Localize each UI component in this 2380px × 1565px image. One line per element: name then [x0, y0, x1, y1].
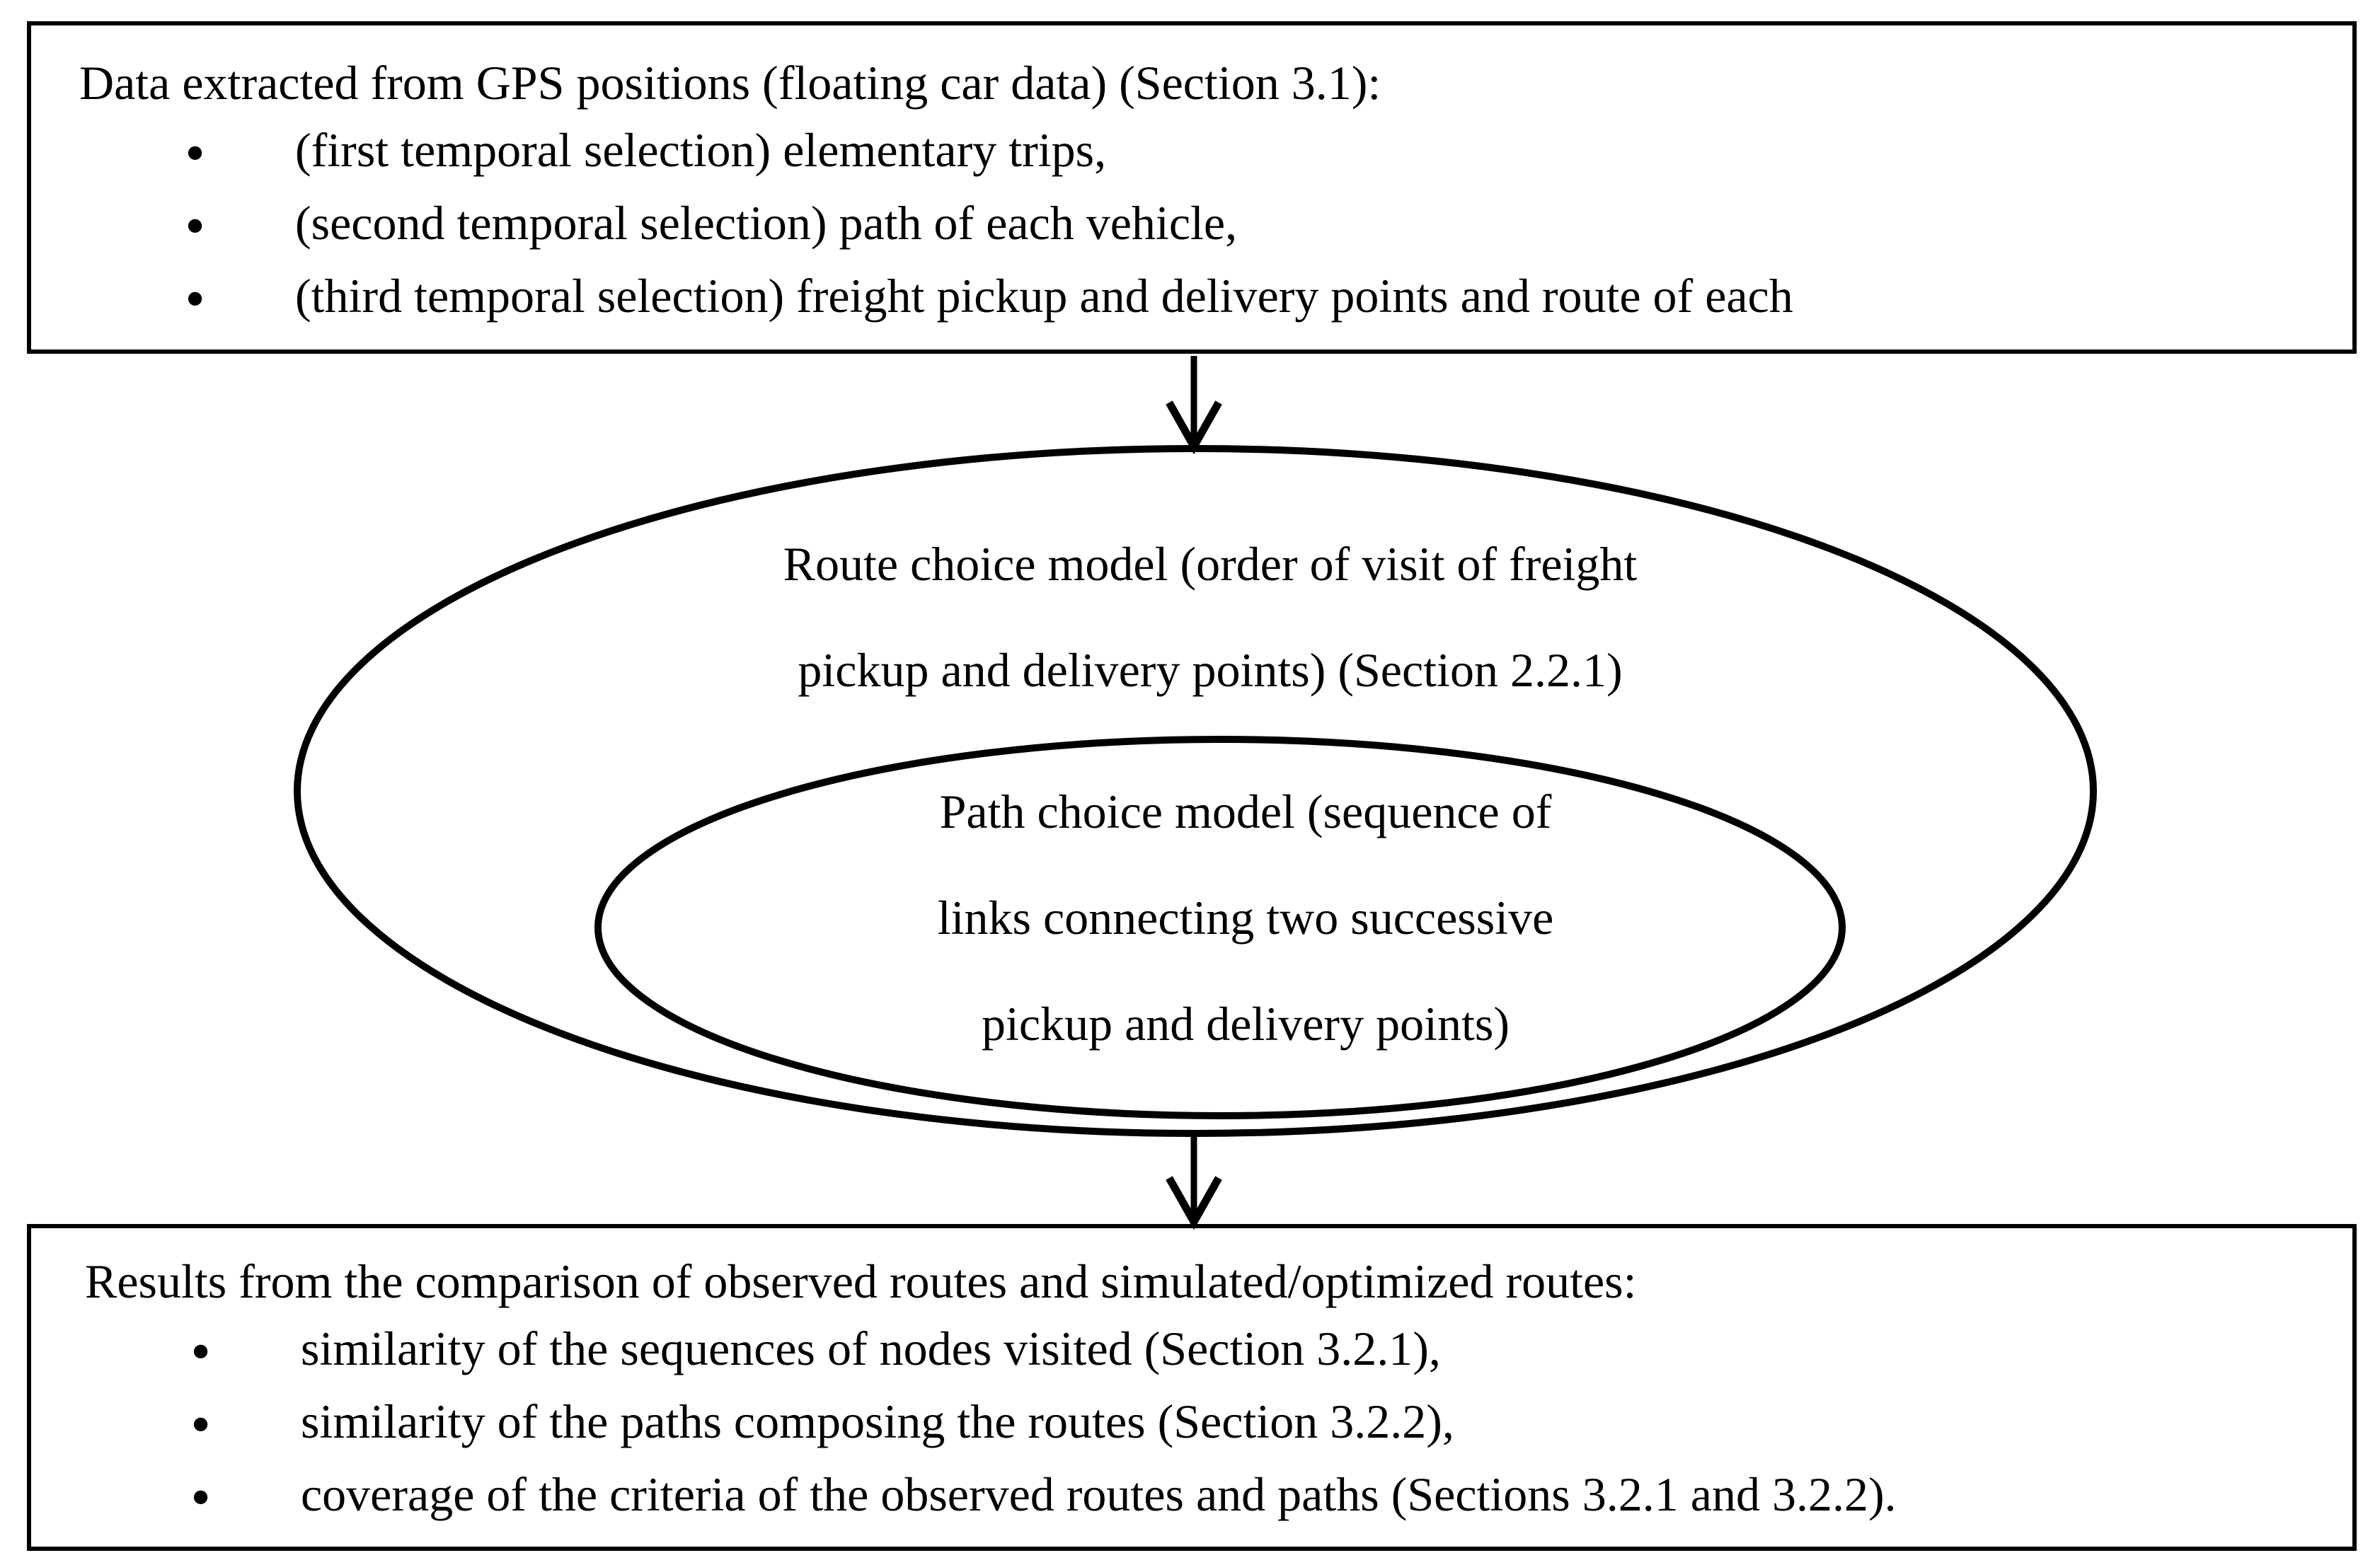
- list-item: ● (second temporal selection) path of ea…: [79, 190, 2338, 262]
- list-item: ● similarity of the sequences of nodes v…: [85, 1315, 2338, 1388]
- bullet-text: (second temporal selection) path of each…: [295, 196, 1238, 250]
- route-choice-model-label: Route choice model (order of visit of fr…: [573, 511, 1847, 723]
- input-data-box: Data extracted from GPS positions (float…: [27, 21, 2357, 354]
- bullet-icon: ●: [185, 134, 205, 169]
- bullet-text: similarity of the paths composing the ro…: [301, 1394, 1454, 1448]
- list-item: ● (third temporal selection) freight pic…: [79, 262, 2338, 335]
- list-item: ● coverage of the criteria of the observ…: [85, 1461, 2338, 1534]
- path-choice-inner-ellipse: [594, 736, 1846, 1119]
- bullet-icon: ●: [191, 1478, 211, 1513]
- bullet-text: (third temporal selection) freight picku…: [295, 269, 1793, 323]
- bullet-icon: ●: [185, 207, 205, 242]
- bullet-text: coverage of the criteria of the observed…: [301, 1467, 1897, 1521]
- path-choice-line-2: links connecting two successive: [937, 891, 1554, 945]
- path-choice-model-label: Path choice model (sequence of links con…: [750, 758, 1741, 1077]
- path-choice-line-3: pickup and delivery points): [982, 997, 1510, 1051]
- route-choice-line-1: Route choice model (order of visit of fr…: [783, 537, 1638, 591]
- arrow-down-bottom: [1166, 1131, 1222, 1230]
- list-item: ● similarity of the paths composing the …: [85, 1388, 2338, 1461]
- arrow-down-top: [1166, 356, 1222, 455]
- bullet-icon: ●: [191, 1332, 211, 1368]
- bullet-text: (first temporal selection) elementary tr…: [295, 123, 1107, 177]
- route-choice-line-2: pickup and delivery points) (Section 2.2…: [798, 643, 1623, 697]
- path-choice-line-1: Path choice model (sequence of: [939, 785, 1552, 838]
- bullet-text: similarity of the sequences of nodes vis…: [301, 1322, 1441, 1375]
- bottom-box-heading: Results from the comparison of observed …: [85, 1254, 1637, 1308]
- top-box-heading: Data extracted from GPS positions (float…: [79, 56, 1381, 110]
- results-box: Results from the comparison of observed …: [27, 1224, 2357, 1551]
- bullet-icon: ●: [185, 279, 205, 315]
- list-item: ● (first temporal selection) elementary …: [79, 117, 2338, 190]
- bullet-icon: ●: [191, 1405, 211, 1440]
